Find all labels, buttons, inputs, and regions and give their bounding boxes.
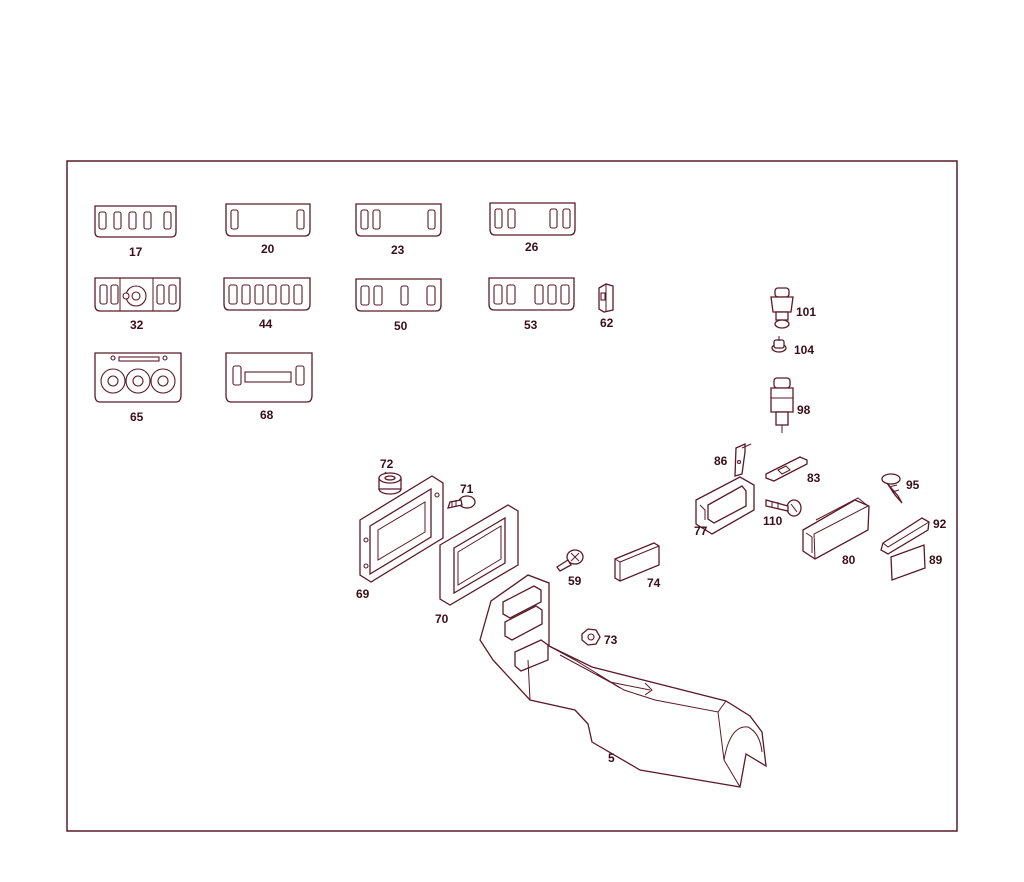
radio-panel-68 xyxy=(225,352,313,403)
screw-59 xyxy=(556,549,584,572)
blank-cover-62 xyxy=(598,283,614,313)
callout-104: 104 xyxy=(794,343,814,357)
callout-70: 70 xyxy=(435,612,449,626)
lid-92 xyxy=(880,517,930,555)
lighter-socket-101 xyxy=(770,287,794,329)
screw-71 xyxy=(447,495,476,509)
nut-73 xyxy=(581,628,601,646)
switch-panel-23 xyxy=(355,203,442,237)
callout-20: 20 xyxy=(261,242,275,256)
callout-69: 69 xyxy=(356,587,370,601)
switch-panel-44 xyxy=(223,277,311,311)
callout-32: 32 xyxy=(130,318,144,332)
callout-77: 77 xyxy=(694,524,708,538)
callout-73: 73 xyxy=(604,633,618,647)
ashtray-housing-77 xyxy=(695,476,755,535)
callout-89: 89 xyxy=(929,553,943,567)
callout-95: 95 xyxy=(906,478,920,492)
bracket-86 xyxy=(734,442,752,477)
callout-5: 5 xyxy=(608,751,615,765)
callout-59: 59 xyxy=(568,574,582,588)
leader-72 xyxy=(383,471,387,475)
callout-68: 68 xyxy=(260,408,274,422)
callout-80: 80 xyxy=(842,553,856,567)
callout-65: 65 xyxy=(130,410,144,424)
callout-labels: 17 20 23 26 32 44 50 53 62 65 68 101 104… xyxy=(129,240,947,765)
callout-71: 71 xyxy=(460,482,474,496)
callout-53: 53 xyxy=(524,318,538,332)
callout-23: 23 xyxy=(391,243,405,257)
grommet-72 xyxy=(378,472,402,495)
switch-panel-32 xyxy=(94,277,181,312)
center-console-5 xyxy=(479,574,767,788)
screw-95 xyxy=(881,473,903,504)
trim-frame-70 xyxy=(439,504,519,606)
screw-110 xyxy=(765,499,802,517)
ashtray-80 xyxy=(802,497,870,560)
callout-17: 17 xyxy=(129,245,143,259)
callout-50: 50 xyxy=(394,319,408,333)
bracket-83 xyxy=(765,456,808,482)
callout-98: 98 xyxy=(797,403,811,417)
callout-74: 74 xyxy=(647,576,661,590)
switch-panel-53 xyxy=(488,277,575,311)
callout-86: 86 xyxy=(714,454,728,468)
callout-101: 101 xyxy=(796,305,816,319)
mounting-frame-69 xyxy=(359,475,444,583)
switch-panel-20 xyxy=(225,203,311,237)
callout-72: 72 xyxy=(380,457,394,471)
callout-26: 26 xyxy=(525,240,539,254)
lighter-element-98 xyxy=(770,377,794,433)
diagram-frame xyxy=(66,160,958,832)
insert-89 xyxy=(890,544,926,581)
callout-44: 44 xyxy=(259,317,273,331)
cover-74 xyxy=(614,542,660,582)
lighter-insert-104 xyxy=(771,336,787,353)
switch-panel-17 xyxy=(94,205,177,238)
callout-110: 110 xyxy=(763,514,783,528)
callout-92: 92 xyxy=(933,517,947,531)
callout-83: 83 xyxy=(807,471,821,485)
callout-62: 62 xyxy=(600,316,614,330)
switch-panel-26 xyxy=(489,202,576,236)
switch-panel-50 xyxy=(355,278,442,312)
heater-control-panel-65 xyxy=(94,352,182,403)
